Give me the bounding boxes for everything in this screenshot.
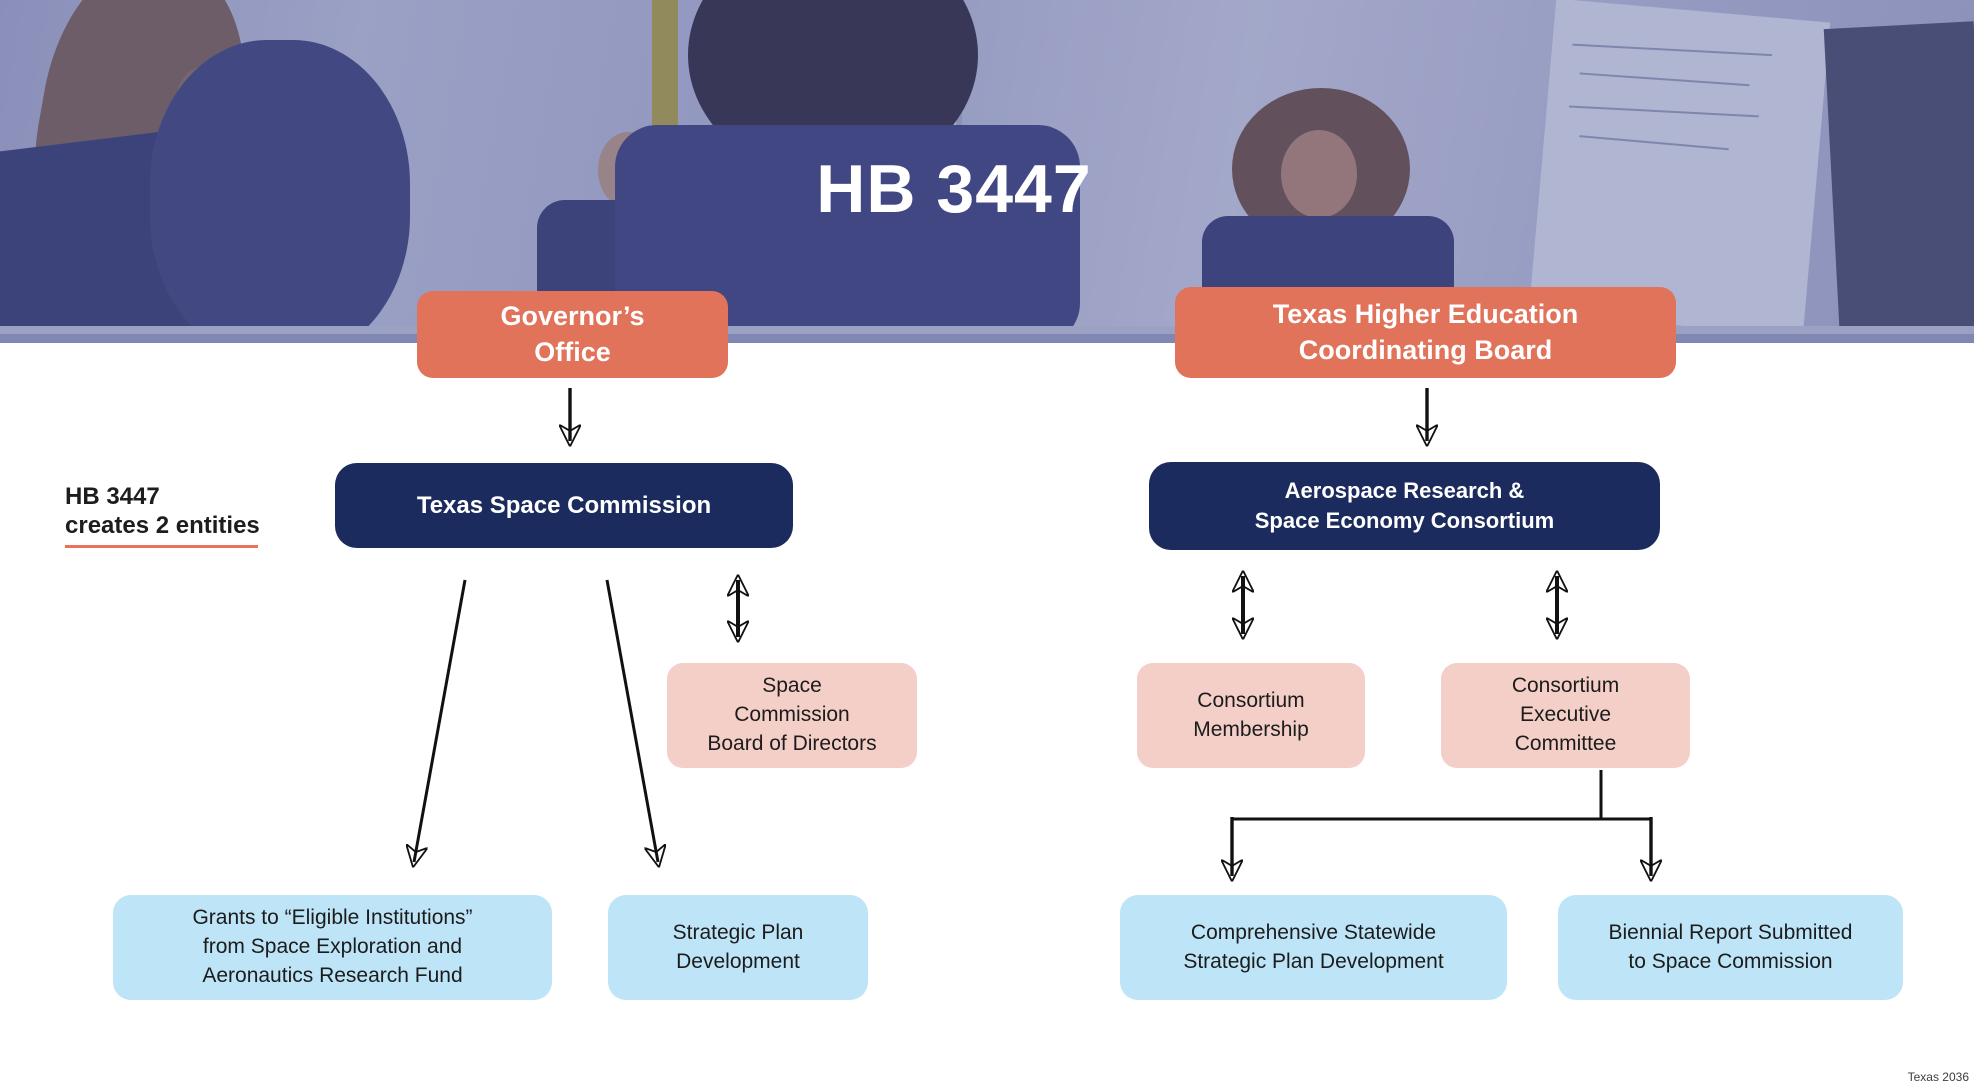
node-grants: Grants to “Eligible Institutions” from S… xyxy=(113,895,552,1000)
header-photo xyxy=(0,0,1974,343)
side-note: HB 3447 creates 2 entities xyxy=(65,483,260,540)
photo-blue-overlay xyxy=(0,0,1974,343)
side-note-underline xyxy=(65,545,258,548)
node-comprehensive-plan: Comprehensive Statewide Strategic Plan D… xyxy=(1120,895,1507,1000)
node-strategic-plan: Strategic Plan Development xyxy=(608,895,868,1000)
page-title: HB 3447 xyxy=(816,151,1092,227)
node-aerospace-consortium: Aerospace Research & Space Economy Conso… xyxy=(1149,462,1660,550)
photo-person-shirt-second xyxy=(150,40,410,343)
brand-watermark: Texas 2036 xyxy=(1907,1070,1969,1084)
arrow-commission-to-grants xyxy=(414,579,467,862)
node-consortium-exec-committee: Consortium Executive Committee xyxy=(1441,663,1690,768)
node-governors-office: Governor’s Office xyxy=(417,291,728,378)
node-texas-space-commission: Texas Space Commission xyxy=(335,463,793,548)
arrow-commission-to-strategic-plan xyxy=(605,579,658,862)
photo-woman-face xyxy=(1281,130,1357,218)
node-thecb: Texas Higher Education Coordinating Boar… xyxy=(1175,287,1676,378)
node-biennial-report: Biennial Report Submitted to Space Commi… xyxy=(1558,895,1903,1000)
photo-floor-strip-light xyxy=(0,326,1974,335)
node-board-of-directors: Space Commission Board of Directors xyxy=(667,663,917,768)
node-consortium-membership: Consortium Membership xyxy=(1137,663,1365,768)
photo-floor-strip-dark xyxy=(0,334,1974,343)
